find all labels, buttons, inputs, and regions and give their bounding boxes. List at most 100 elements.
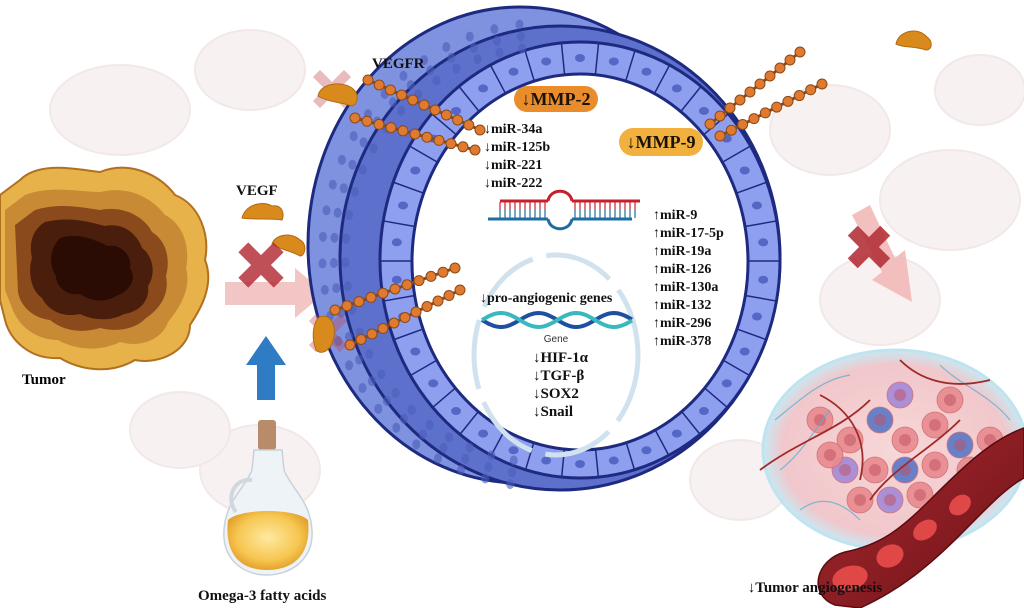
receptor-domain [373,118,385,130]
receptor-domain [805,84,817,96]
receptor-domain [816,78,828,90]
cell-nucleus [343,281,352,292]
receptor-domain [793,90,805,102]
cell-nucleus [575,460,585,468]
cell-border [736,328,767,341]
receptor-domain [388,317,400,329]
cell-border [490,65,506,94]
cell-nucleus [348,159,357,170]
cell-border [524,441,535,471]
receptor-domain [399,312,411,323]
genes-down-list: ↓HIF-1α ↓TGF-β ↓SOX2 ↓Snail [533,350,589,420]
receptor-domain [385,122,397,134]
cell-border [383,220,415,228]
receptor-domain [349,112,361,124]
receptor-domain [714,110,726,122]
cell-nucleus [341,257,350,268]
receptor-domain [759,107,771,119]
receptor-domain [737,118,749,130]
mirna-down-item: ↓miR-222 [484,176,542,191]
oil-bottle-icon [223,420,313,576]
receptor-domain [418,99,430,111]
cell-nucleus [407,404,416,415]
inhibition-x-icon [847,225,891,269]
receptor-domain [724,102,736,114]
cell-border [594,448,600,479]
receptor-domain [454,284,466,296]
receptor-domain [744,86,756,98]
receptor-domain [725,124,737,136]
cell-border [409,359,438,377]
mirna-down-item: ↓miR-34a [484,122,542,137]
cell-nucleus [349,131,358,142]
cell-nucleus [751,201,762,210]
receptor-domain [377,287,389,299]
cell-border [524,51,535,81]
receptor-domain [365,291,377,303]
cell-border [431,113,457,135]
receptor-domain [433,134,445,146]
cell-nucleus [374,403,383,414]
cell-nucleus [439,442,448,453]
cell-nucleus [516,31,525,42]
mirna-down-list: ↓miR-34a ↓miR-125b ↓miR-221 ↓miR-222 [484,122,550,191]
cell-nucleus [399,413,408,424]
receptor-domain [782,95,794,107]
mirna-up-item: ↑miR-296 [653,316,711,331]
cell-border [458,410,480,436]
receptor-domain [413,275,425,287]
receptor-domain [353,296,365,308]
cell-nucleus [391,387,400,398]
cell-border [703,387,729,409]
mmp9-label: ↓MMP-9 [627,132,696,152]
cell-nucleus [492,35,501,46]
vegf-protein-icon [241,203,284,221]
cell-nucleus [495,47,504,58]
receptor-domain [734,94,746,106]
omega3-up-arrow-icon [246,336,286,400]
cell-nucleus [698,407,709,416]
pink-arrow-icon [225,268,325,318]
vegf-protein-icon [271,234,306,257]
cell-nucleus [358,382,367,393]
vegf-protein-icon [312,315,335,353]
cell-nucleus [507,467,516,478]
tumor-label: Tumor [22,372,66,388]
cell-nucleus [758,238,769,247]
cell-nucleus [451,106,462,115]
dna-helix-icon [480,310,633,330]
cell-nucleus [641,67,652,76]
cell-nucleus [478,429,489,438]
pro-angiogenic-label: ↓pro-angiogenic genes [480,291,613,306]
receptor-domain [463,119,475,131]
cell-nucleus [392,422,401,433]
cell-nucleus [318,258,327,269]
cell-nucleus [337,154,346,165]
receptor-domain [771,101,783,113]
receptor-domain [794,46,806,58]
mmp9-pill [619,128,703,156]
receptor-domain [754,78,766,90]
omega3-label: Omega-3 fatty acids [198,588,326,604]
cell-nucleus [506,479,515,490]
cell-nucleus [397,105,406,116]
mmp2-pill [514,86,598,112]
receptor-domain [409,128,421,140]
mirna-hairpin-icon [488,189,640,231]
mirna-up-item: ↑miR-19a [653,244,711,259]
cell-nucleus [490,24,499,35]
vegf-protein-icon [895,30,932,51]
cell-nucleus [433,453,442,464]
cell-border [431,387,457,409]
cell-border [625,441,636,471]
cell-nucleus [541,456,552,465]
receptor-domain [425,270,437,282]
mirna-up-item: ↑miR-17-5p [653,226,724,241]
gene-down-item: ↓Snail [533,404,573,420]
cell-border [745,220,777,228]
receptor-domain [714,130,726,142]
tumor-mass-icon [0,166,210,371]
cell-border [409,145,438,163]
cell-border [722,359,751,377]
cell-nucleus [452,63,461,74]
